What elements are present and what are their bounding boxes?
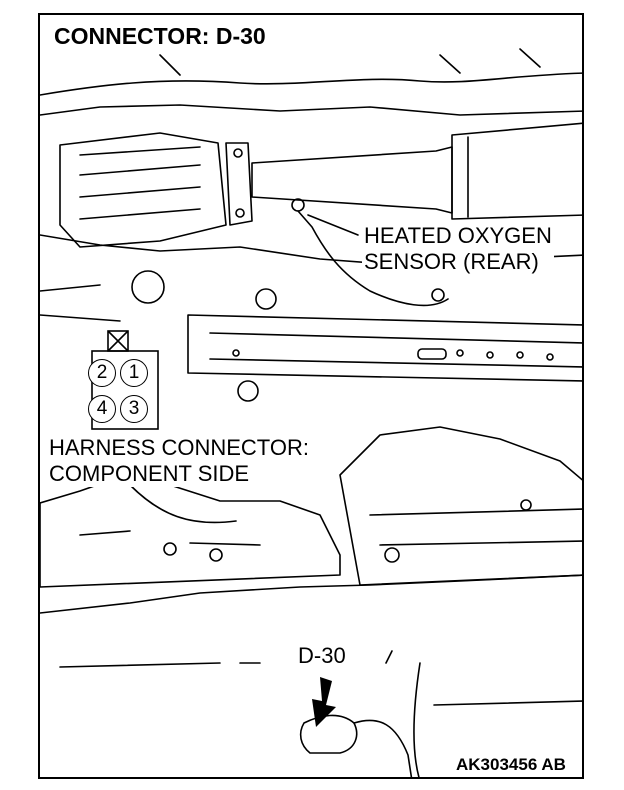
crossmember-hole (456, 349, 464, 357)
connector-pin-4: 4 (88, 395, 116, 423)
converter-ribs (79, 146, 201, 220)
floor-bolt (237, 380, 259, 402)
sensor-wire (297, 210, 449, 307)
fuel-tank-outline (40, 476, 341, 588)
connector-pin-1: 1 (120, 359, 148, 387)
sensor-label: HEATED OXYGEN SENSOR (REAR) (362, 223, 554, 275)
harness-label: HARNESS CONNECTOR: COMPONENT SIDE (46, 435, 312, 487)
figure-code: AK303456 AB (455, 755, 567, 774)
sensor-label-line-2: SENSOR (REAR) (364, 249, 539, 274)
crossmember (187, 314, 582, 382)
connector-pin-2: 2 (88, 359, 116, 387)
suspension-detail (369, 508, 582, 546)
floor-detail (40, 284, 121, 322)
rear-bumper-edge (413, 662, 421, 777)
suspension-bolt (384, 547, 400, 563)
vehicle-underbody-illustration (40, 48, 582, 777)
clip-detail (385, 650, 393, 664)
connector-title: CONNECTOR: D-30 (52, 23, 268, 49)
sensor-label-line-1: HEATED OXYGEN (364, 223, 552, 248)
body-detail (159, 48, 541, 76)
tank-strap (129, 484, 237, 524)
connector-key-box (91, 330, 159, 430)
rear-suspension-outline (339, 426, 582, 586)
sensor-wire-clip (431, 288, 445, 302)
harness-label-line-2: COMPONENT SIDE (49, 461, 250, 486)
tank-bolt (163, 542, 177, 556)
body-edge-line (40, 72, 582, 96)
catalytic-converter (59, 132, 227, 248)
floor-hole (131, 270, 165, 304)
crossmember-edges (209, 332, 582, 368)
callout-arrow (312, 677, 336, 727)
crossmember-slot (417, 348, 447, 360)
harness-label-line-1: HARNESS CONNECTOR: (49, 435, 309, 460)
flange-bolt (233, 148, 243, 158)
flange-bolt (235, 208, 245, 218)
tank-detail (79, 530, 261, 546)
panel-line (59, 662, 221, 668)
crossmember-hole (516, 351, 524, 359)
diagram-frame: CONNECTOR: D-30 HEATED OXYGEN SENSOR (RE… (38, 13, 584, 779)
connector-harness-wire (353, 719, 413, 777)
crossmember-hole (232, 349, 240, 357)
bumper-line (433, 700, 582, 706)
tank-bolt (209, 548, 223, 562)
body-edge-line (40, 104, 582, 116)
floor-bolt (255, 288, 277, 310)
exhaust-flange (225, 142, 253, 226)
connector-callout-label: D-30 (296, 643, 348, 668)
rear-floor-line (40, 574, 582, 614)
connector-d-30-body (299, 714, 358, 754)
crossmember-hole (486, 351, 494, 359)
crossmember-hole (546, 353, 554, 361)
sensor-leader-line (307, 214, 359, 236)
exhaust-pipe (251, 146, 453, 214)
suspension-bolt (520, 499, 532, 511)
connector-pin-3: 3 (120, 395, 148, 423)
muffler (451, 122, 582, 220)
